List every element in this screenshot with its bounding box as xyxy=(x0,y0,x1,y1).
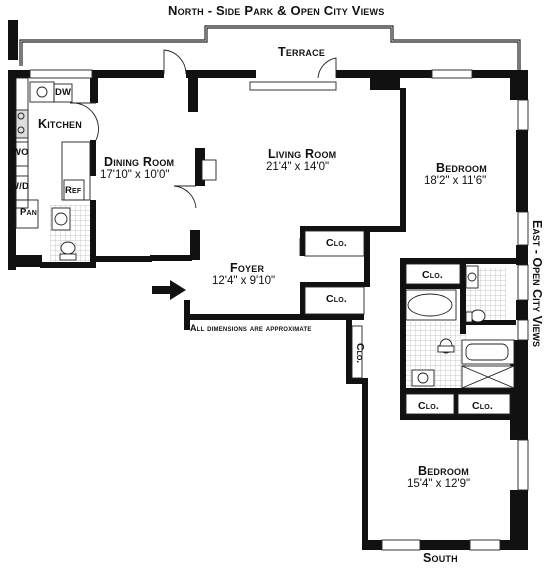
doors xyxy=(69,49,337,256)
bedroom-1-label: Bedroom xyxy=(436,161,487,175)
closet-living-label: Clo. xyxy=(326,237,348,249)
pantry-label: Pan xyxy=(20,207,38,218)
bedroom-2-dims: 15'4" x 12'9" xyxy=(407,478,471,490)
terrace-outline xyxy=(19,25,521,70)
refrigerator-label: Ref xyxy=(65,185,82,196)
living-room-label: Living Room xyxy=(268,147,337,161)
closet-foyer-label: Clo. xyxy=(326,293,348,305)
foyer-label: Foyer xyxy=(230,261,265,275)
closet-hall-label: Clo. xyxy=(422,269,444,281)
approximate-note: All dimensions are approximate xyxy=(190,323,312,333)
closet-bedroom-right-label: Clo. xyxy=(472,400,494,412)
dining-room-label: Dining Room xyxy=(104,155,175,169)
closet-bath-label: Clo. xyxy=(354,343,366,364)
closet-bedroom-left-label: Clo. xyxy=(418,400,440,412)
closet-outlines xyxy=(304,230,511,415)
dining-table xyxy=(201,159,217,181)
living-room-dims: 21'4" x 14'0" xyxy=(266,161,330,173)
bedroom-2-label: Bedroom xyxy=(418,464,469,478)
north-label: North - Side Park & Open City Views xyxy=(168,3,385,18)
dishwasher-label: DW xyxy=(55,87,72,98)
washer-dryer-label: W/D xyxy=(10,181,30,192)
foyer-dims: 12'4" x 9'10" xyxy=(212,275,276,287)
powder-room-fixtures xyxy=(51,207,77,261)
kitchen-label: Kitchen xyxy=(38,117,82,131)
wall-oven-label: WO xyxy=(12,147,29,158)
bedroom-1-dims: 18'2" x 11'6" xyxy=(424,175,487,187)
terrace-label: Terrace xyxy=(278,45,326,59)
south-label: South xyxy=(423,551,458,565)
east-label: East - Open City Views xyxy=(530,220,544,347)
bath-fixtures xyxy=(405,265,515,389)
walls xyxy=(8,20,528,550)
dining-room-dims: 17'10" x 10'0" xyxy=(100,169,170,181)
kitchen-fixtures xyxy=(15,77,91,229)
windows xyxy=(29,69,529,551)
entry-arrow-icon xyxy=(152,280,186,300)
